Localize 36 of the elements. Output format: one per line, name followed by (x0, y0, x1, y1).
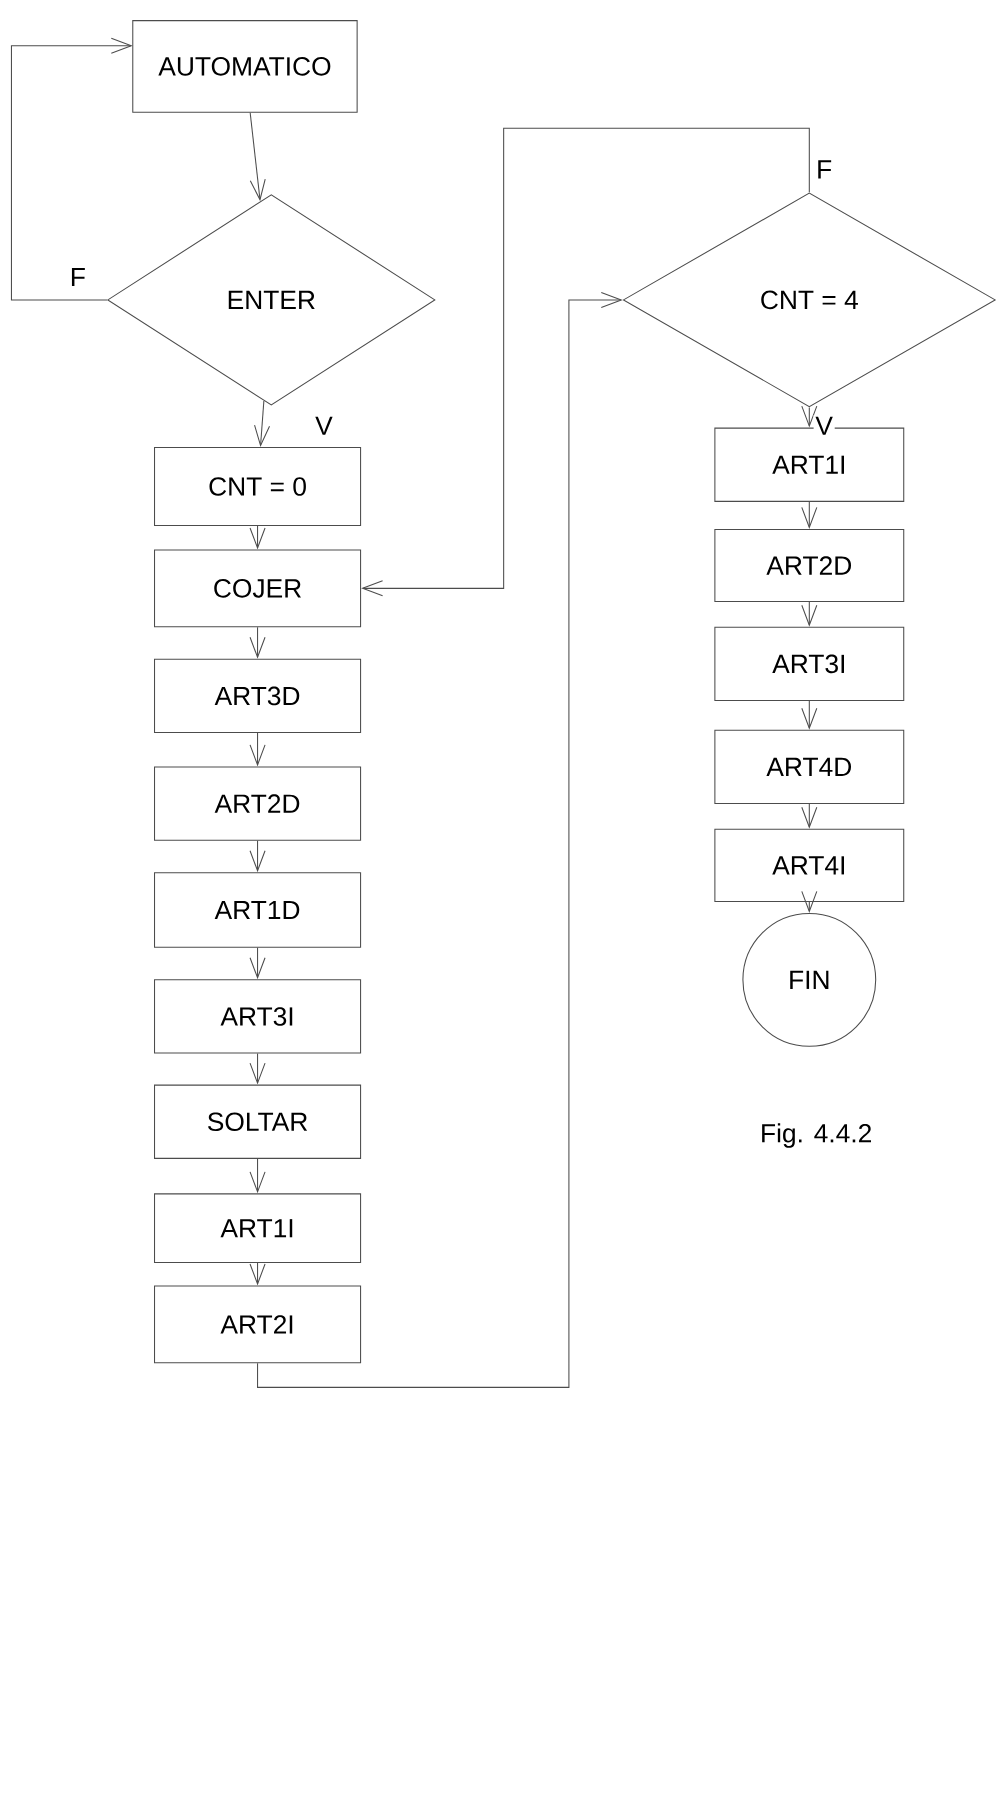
arrow (249, 525, 266, 550)
arrow (801, 601, 818, 627)
arrow (249, 1262, 266, 1286)
process-box: ART3D (154, 658, 362, 734)
edge-label: V (813, 415, 835, 437)
edge-label: F (814, 158, 834, 181)
edge-label: V (313, 415, 335, 437)
arrow (801, 803, 818, 829)
arrow (10, 37, 133, 301)
figure-caption: Fig. 4.4.2 (762, 1123, 871, 1148)
process-box: ART3I (714, 626, 905, 702)
process-box: ART4I (714, 828, 905, 902)
arrow (361, 127, 810, 597)
process-box: ART1I (154, 1193, 362, 1264)
process-box: ART1D (154, 872, 362, 948)
process-box: ART2D (714, 528, 905, 603)
process-box: CNT = 0 (154, 447, 362, 526)
process-box: ART2D (154, 766, 362, 841)
process-box: ART4D (714, 729, 905, 805)
process-box: ART2I (154, 1285, 362, 1364)
arrow (249, 840, 266, 873)
arrow (249, 947, 266, 980)
arrow (249, 1158, 266, 1194)
arrow (249, 626, 266, 659)
arrow (801, 700, 818, 730)
arrow (249, 732, 266, 767)
process-box: ART3I (154, 979, 362, 1054)
arrow (249, 112, 266, 202)
edge-label: F (68, 266, 88, 288)
arrow (254, 400, 271, 448)
arrow (249, 1053, 266, 1085)
process-box: SOLTAR (154, 1084, 362, 1159)
arrow (257, 291, 623, 1388)
process-box: COJER (154, 549, 362, 628)
process-box: AUTOMATICO (132, 20, 358, 113)
arrow (801, 501, 818, 529)
